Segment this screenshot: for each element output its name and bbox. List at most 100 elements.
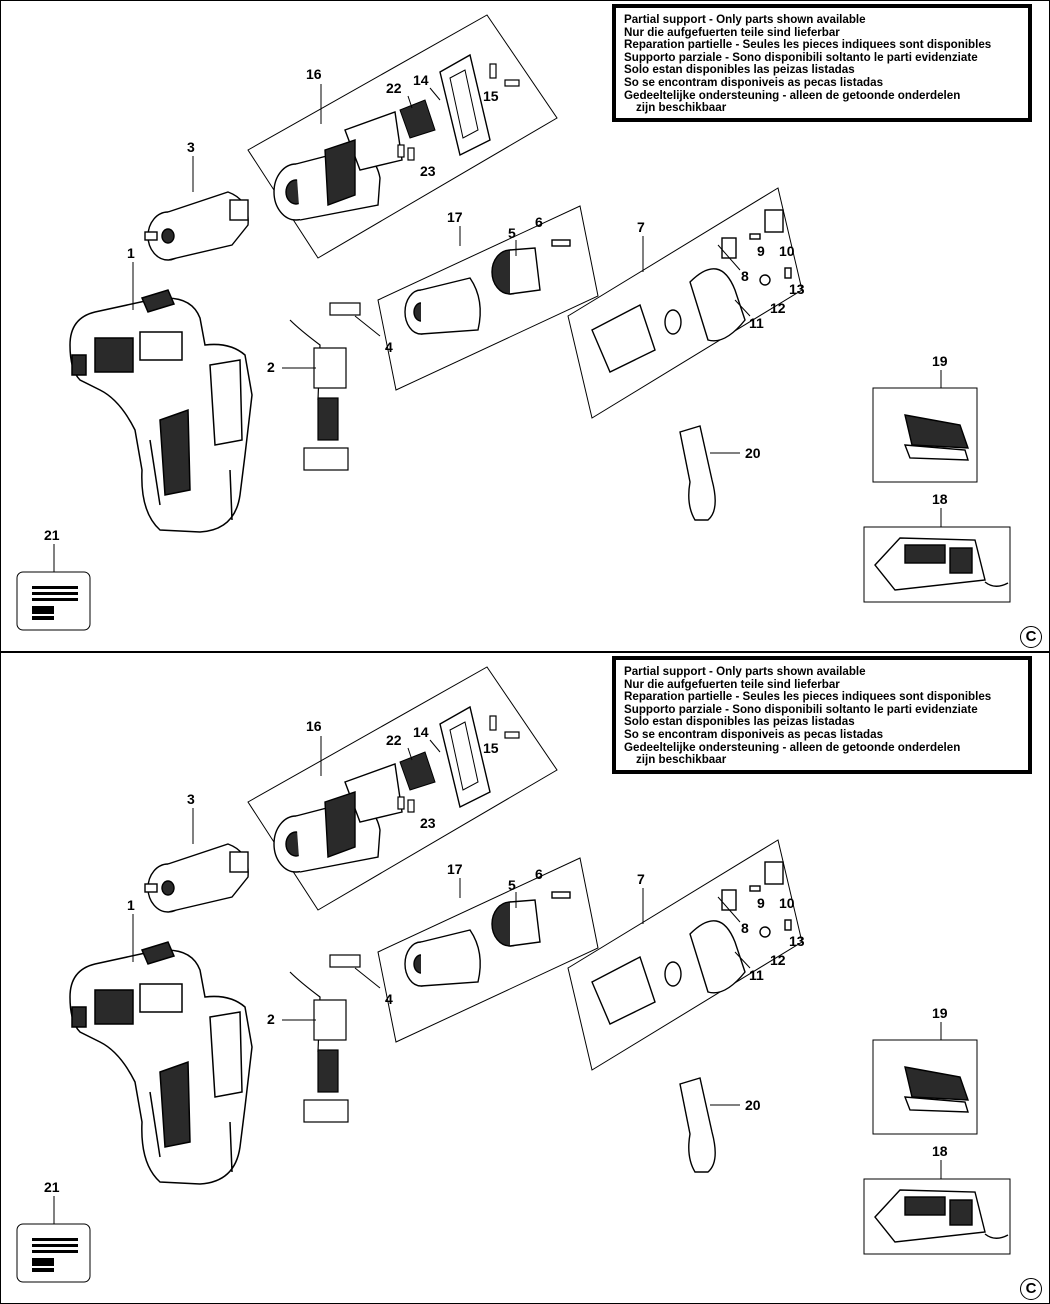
frame-group-16 [247,666,558,911]
label-plate [32,586,78,620]
exploded-parts-drawing: 16 22 14 15 23 3 1 17 5 6 7 9 10 8 13 12… [0,0,1050,652]
part-number-23: 23 [420,163,436,179]
part-number-22: 22 [386,80,402,96]
part-number-18: 18 [932,491,948,507]
notice-line: Solo estan disponibles las peizas listad… [624,63,855,77]
part-number-5: 5 [508,225,516,241]
notice-line: Supporto parziale - Sono disponibili sol… [624,702,978,716]
part-number-6: 6 [535,866,543,882]
part-number-15: 15 [483,88,499,104]
part-number-17: 17 [447,209,463,225]
frame-battery-19 [872,387,978,483]
frame-group-17 [377,857,599,1043]
diagram-sheet-1: 16 22 14 15 23 3 1 17 5 6 7 9 10 8 13 12… [0,0,1050,652]
notice-line: Nur die aufgefuerten teile sind lieferba… [624,677,840,691]
part-number-20: 20 [745,445,761,461]
diagram-sheet-2: 16 22 14 15 23 3 1 17 5 6 7 9 10 8 13 12… [0,652,1050,1304]
part-number-1: 1 [127,897,135,913]
notice-line: Gedeeltelijke ondersteuning - alleen de … [624,88,961,102]
part-number-8: 8 [741,920,749,936]
notice-line: Supporto parziale - Sono disponibili sol… [624,50,978,64]
partial-support-notice: Partial support - Only parts shown avail… [612,4,1032,122]
part-number-11: 11 [749,315,764,331]
part-number-16: 16 [306,66,322,82]
exploded-parts-drawing: 16 22 14 15 23 3 1 17 5 6 7 9 10 8 13 12… [0,652,1050,1304]
frame-group-17 [377,205,599,391]
part-number-14: 14 [413,72,429,88]
part-number-19: 19 [932,353,948,369]
screws [397,715,520,813]
screws [397,63,520,161]
notice-line: Partial support - Only parts shown avail… [624,13,866,26]
part-number-9: 9 [757,895,765,911]
notice-line: zijn beschikbaar [636,101,727,115]
part-number-6: 6 [535,214,543,230]
part-number-12: 12 [770,300,786,316]
part-number-2: 2 [267,1011,275,1027]
frame-group-7 [567,839,803,1071]
copyright-mark: C [1020,626,1042,648]
part-number-14: 14 [413,724,429,740]
part-number-16: 16 [306,718,322,734]
part-number-10: 10 [779,895,795,911]
chuck-assembly [404,239,571,335]
bit-holder [679,1077,716,1173]
part-number-21: 21 [44,1179,60,1195]
charger [874,537,1009,591]
part-number-13: 13 [789,933,805,949]
drill-body [69,289,253,533]
part-number-3: 3 [187,139,195,155]
notice-line: Solo estan disponibles las peizas listad… [624,715,855,729]
leader-lines [53,84,942,572]
part-number-17: 17 [447,861,463,877]
part-number-1: 1 [127,245,135,261]
part-number-22: 22 [386,732,402,748]
part-number-18: 18 [932,1143,948,1159]
motor [144,843,249,913]
label-plate [32,1238,78,1272]
part-number-7: 7 [637,219,645,235]
notice-line: So se encontram disponiveis as pecas lis… [624,75,884,89]
part-number-8: 8 [741,268,749,284]
frame-group-7 [567,187,803,419]
switch-22 [399,99,436,139]
part-number-7: 7 [637,871,645,887]
notice-line: So se encontram disponiveis as pecas lis… [624,727,884,741]
notice-line: Reparation partielle - Seules les pieces… [624,690,992,704]
notice-line: Partial support - Only parts shown avail… [624,665,866,678]
part-number-5: 5 [508,877,516,893]
frame-group-16 [247,14,558,259]
part-number-23: 23 [420,815,436,831]
part-number-11: 11 [749,967,764,983]
notice-line: Gedeeltelijke ondersteuning - alleen de … [624,740,961,754]
part-number-19: 19 [932,1005,948,1021]
gear-housing [273,111,403,221]
bit-holder [679,425,716,521]
switch-assembly [289,302,361,471]
frame-charger-18 [863,1178,1011,1255]
part-number-2: 2 [267,359,275,375]
switch-assembly [289,954,361,1123]
copyright-mark: C [1020,1278,1042,1300]
battery [903,414,970,461]
gear-housing [273,763,403,873]
housing-parts [591,861,792,1025]
part-number-20: 20 [745,1097,761,1113]
partial-support-notice: Partial support - Only parts shown avail… [612,656,1032,774]
switch-22 [399,751,436,791]
leader-lines [53,736,942,1224]
notice-line: Reparation partielle - Seules les pieces… [624,38,992,52]
part-number-21: 21 [44,527,60,543]
part-number-3: 3 [187,791,195,807]
charger [874,1189,1009,1243]
frame-charger-18 [863,526,1011,603]
battery [903,1066,970,1113]
part-number-13: 13 [789,281,805,297]
part-number-10: 10 [779,243,795,259]
chuck-assembly [404,891,571,987]
frame-battery-19 [872,1039,978,1135]
part-number-4: 4 [385,339,393,355]
part-number-12: 12 [770,952,786,968]
part-number-4: 4 [385,991,393,1007]
drill-body [69,941,253,1185]
